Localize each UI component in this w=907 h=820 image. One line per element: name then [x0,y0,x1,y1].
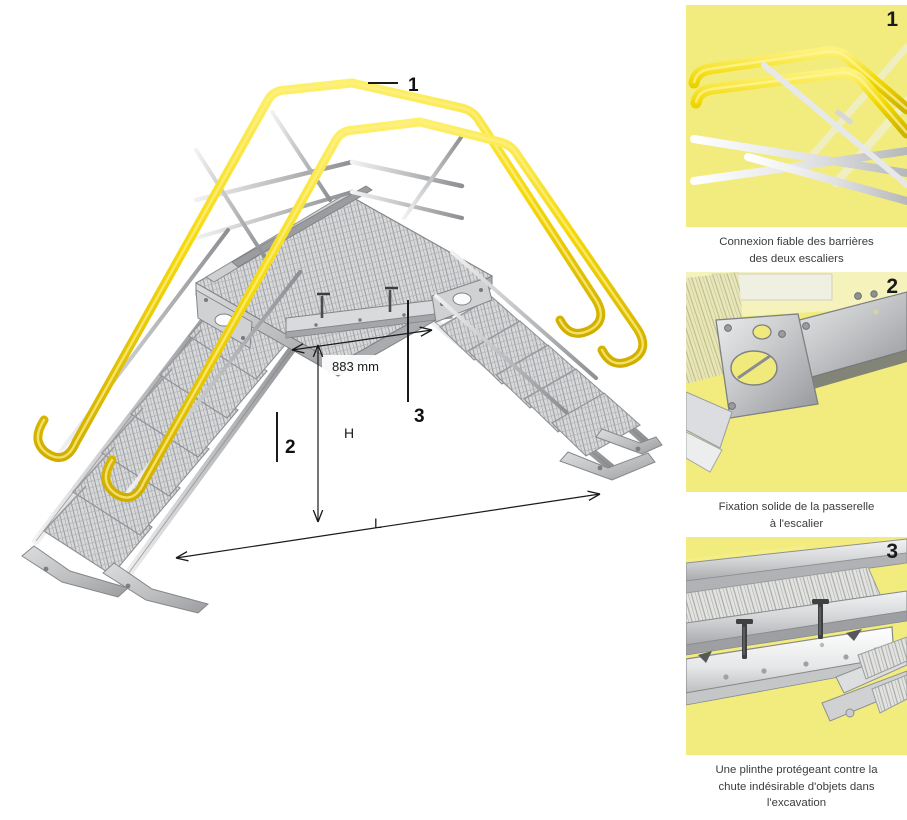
right-stair-treads [439,296,641,457]
detail-panel-1[interactable]: 1 Connexion fiable des barrières des deu… [686,5,907,267]
dimension-L: L [176,494,600,558]
panel-2-caption: Fixation solide de la passerelle à l'esc… [686,492,907,532]
panel-1-caption-line-1: Connexion fiable des barrières [719,236,874,248]
panel-1-caption: Connexion fiable des barrières des deux … [686,227,907,267]
panel-3-caption-line-3: l'excavation [766,797,827,809]
callout-3: 3 [407,300,425,427]
panel-1-caption-line-2: des deux escaliers [749,252,844,265]
toe-board-detail-photo: 3 [686,537,907,755]
panel-3-caption-line-1: Une plinthe protégeant contre la [715,764,878,776]
panel-3-caption-line-2: chute indésirable d'objets dans [718,780,875,793]
callout-1-label: 1 [408,75,419,96]
detail-panel-2[interactable]: 2 Fixation solide de la passerelle à l'e… [686,272,907,532]
detail-panel-column: 1 Connexion fiable des barrières des deu… [686,0,907,820]
panel-2-caption-line-1: Fixation solide de la passerelle [718,501,875,513]
callout-2: 2 [276,412,296,462]
panel-2-caption-line-2: à l'escalier [769,517,824,530]
dimension-annotations: 883 mm H L 1 [176,75,600,558]
panel-3-caption: Une plinthe protégeant contre la chute i… [686,755,907,812]
dimension-883mm: 883 mm [292,330,432,375]
dimension-L-label: L [374,515,382,531]
panel-2-number: 2 [886,275,898,298]
main-illustration: 883 mm H L 1 [21,75,663,614]
callout-3-label: 3 [414,406,425,427]
callout-2-label: 2 [285,437,296,458]
detail-panel-3[interactable]: 3 Une plinthe protégeant contre la chute… [686,537,907,812]
panel-3-number: 3 [886,540,898,563]
handrail-connection-detail-photo: 1 [686,5,907,227]
dimension-883mm-label: 883 mm [332,359,379,374]
panel-1-number: 1 [886,8,898,31]
dimension-H-label: H [344,425,354,441]
platform-stair-bracket-left [195,289,253,349]
platform-to-stair-bracket-detail-photo: 2 [686,272,907,492]
callout-1: 1 [368,75,419,96]
yellow-handrails [33,78,648,502]
